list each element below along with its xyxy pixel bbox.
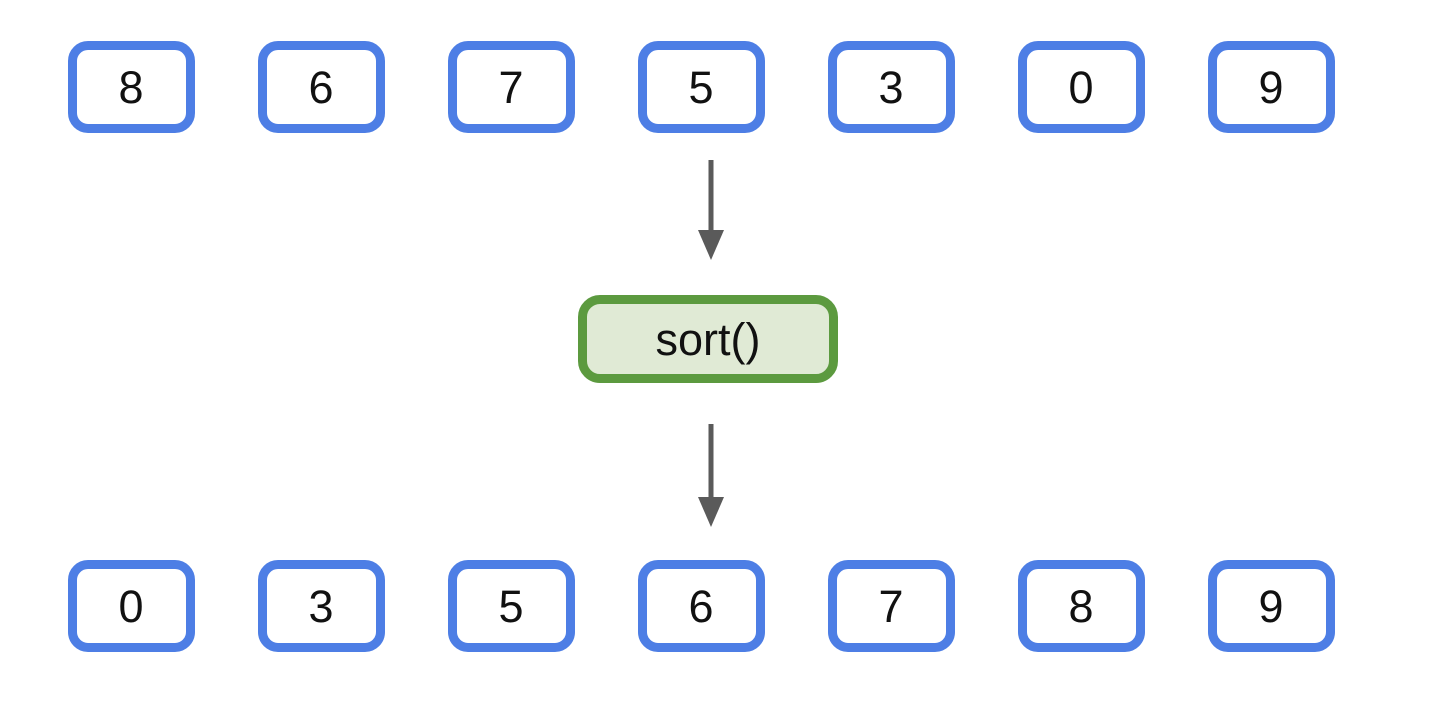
output-array-row: 0 3 5 6 7 8 9: [0, 560, 1419, 652]
array-cell: 7: [447, 41, 575, 133]
cell-value: 9: [1258, 61, 1284, 113]
cell-value: 5: [498, 580, 524, 632]
array-cell: 7: [827, 560, 955, 652]
cell-value: 5: [688, 61, 714, 113]
array-cell: 6: [257, 41, 385, 133]
array-cell: 8: [67, 41, 195, 133]
down-arrow-icon: [698, 424, 724, 527]
cell-value: 3: [878, 61, 904, 113]
cell-value: 6: [688, 580, 714, 632]
array-cell: 6: [637, 560, 765, 652]
sort-function-box: sort(): [578, 295, 838, 383]
cell-value: 6: [308, 61, 334, 113]
array-cell: 9: [1207, 560, 1335, 652]
array-cell: 3: [257, 560, 385, 652]
array-cell: 5: [637, 41, 765, 133]
cell-value: 8: [118, 61, 144, 113]
array-cell: 0: [1017, 41, 1145, 133]
array-cell: 5: [447, 560, 575, 652]
input-array-row: 8 6 7 5 3 0 9: [0, 41, 1419, 133]
array-cell: 8: [1017, 560, 1145, 652]
array-cell: 0: [67, 560, 195, 652]
cell-value: 7: [498, 61, 524, 113]
cell-value: 0: [1068, 61, 1094, 113]
array-cell: 9: [1207, 41, 1335, 133]
down-arrow-icon: [698, 160, 724, 260]
cell-value: 9: [1258, 580, 1284, 632]
cell-value: 0: [118, 580, 144, 632]
array-cell: 3: [827, 41, 955, 133]
cell-value: 3: [308, 580, 334, 632]
cell-value: 7: [878, 580, 904, 632]
sort-function-label: sort(): [655, 313, 761, 365]
cell-value: 8: [1068, 580, 1094, 632]
